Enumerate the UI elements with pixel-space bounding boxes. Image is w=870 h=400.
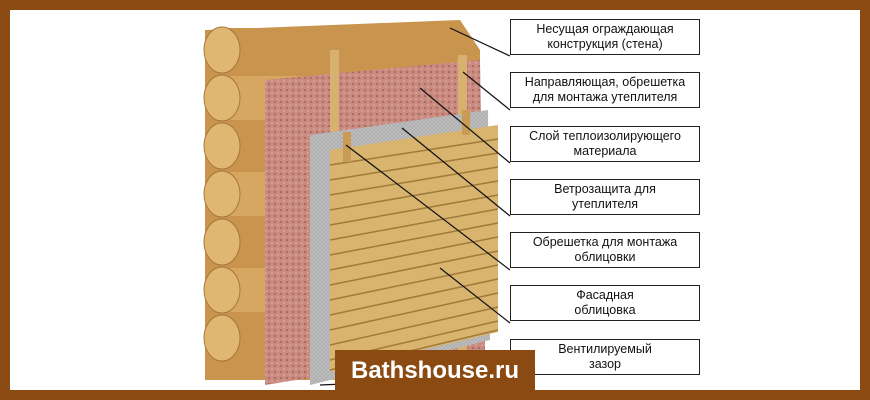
cladding-board-seam <box>329 306 499 346</box>
leader-line <box>401 127 511 217</box>
label-wind-barrier: Ветрозащита для утеплителя <box>510 179 700 215</box>
watermark: Bathshouse.ru <box>335 350 535 392</box>
log <box>215 28 465 72</box>
cladding-board-seam <box>329 278 499 316</box>
cladding-board-seam <box>329 222 499 256</box>
label-cladding-batten: Обрешетка для монтажа облицовки <box>510 232 700 268</box>
cladding-batten <box>462 110 470 135</box>
leader-line <box>462 71 511 111</box>
cladding-board-seam <box>329 180 499 211</box>
leader-line <box>419 87 511 164</box>
wall-illustration <box>203 20 511 386</box>
log-end <box>203 218 241 266</box>
diagram-canvas: Несущая ограждающая конструкция (стена) … <box>10 10 860 392</box>
cladding-board-seam <box>329 138 499 166</box>
leader-line <box>449 27 511 57</box>
cladding-board-seam <box>329 292 499 331</box>
label-ventilated-gap: Вентилируемый зазор <box>510 339 700 375</box>
log-end <box>203 266 241 314</box>
cladding-board-seam <box>329 208 499 241</box>
log-end <box>203 170 241 218</box>
log-end <box>203 26 241 74</box>
log-end <box>203 314 241 362</box>
leader-line <box>439 267 511 324</box>
cladding-board-seam <box>329 264 499 301</box>
label-insulation-layer: Слой теплоизолирующего материала <box>510 126 700 162</box>
cladding-board-seam <box>329 152 499 181</box>
label-facade-cladding: Фасадная облицовка <box>510 285 700 321</box>
cladding-board-seam <box>329 250 499 286</box>
cladding-batten <box>343 132 351 162</box>
cladding-board-seam <box>329 236 499 271</box>
leader-line <box>345 144 511 271</box>
label-insulation-batten: Направляющая, обрешетка для монтажа утеп… <box>510 72 700 108</box>
log-end <box>203 122 241 170</box>
log-end <box>203 74 241 122</box>
label-load-bearing-wall: Несущая ограждающая конструкция (стена) <box>510 19 700 55</box>
facade-cladding <box>329 125 499 372</box>
cladding-board-seam <box>329 166 499 196</box>
cladding-board-seam <box>329 194 499 226</box>
